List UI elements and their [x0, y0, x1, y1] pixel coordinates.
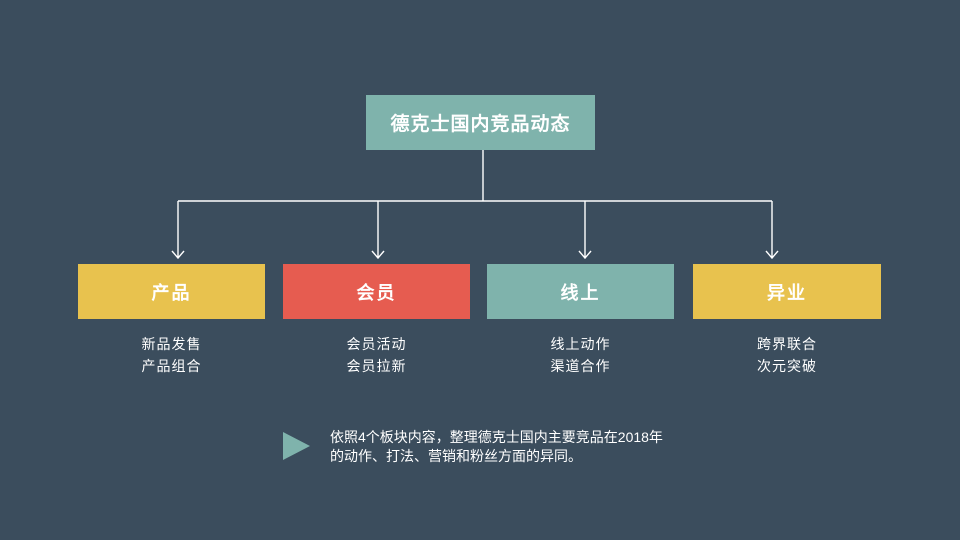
list-item: 会员拉新	[346, 358, 407, 374]
connector-drop-4	[765, 201, 779, 260]
list-item: 产品组合	[141, 358, 202, 374]
category-items: 新品发售 产品组合	[78, 333, 265, 377]
category-online: 线上 线上动作 渠道合作	[487, 264, 674, 377]
category-items: 线上动作 渠道合作	[487, 333, 674, 377]
note: 依照4个板块内容，整理德克士国内主要竞品在2018年 的动作、打法、营销和粉丝方…	[283, 428, 663, 466]
connector-drop-1	[171, 201, 185, 260]
category-box-member: 会员	[283, 264, 470, 319]
category-box-online: 线上	[487, 264, 674, 319]
category-product: 产品 新品发售 产品组合	[78, 264, 265, 377]
title-box: 德克士国内竞品动态	[366, 95, 595, 150]
category-label: 会员	[356, 282, 397, 303]
category-box-product: 产品	[78, 264, 265, 319]
connector-drop-2	[371, 201, 385, 260]
note-text: 依照4个板块内容，整理德克士国内主要竞品在2018年 的动作、打法、营销和粉丝方…	[330, 428, 663, 466]
play-triangle-icon	[283, 432, 310, 460]
list-item: 跨界联合	[757, 336, 817, 352]
category-items: 跨界联合 次元突破	[693, 333, 881, 377]
list-item: 会员活动	[346, 336, 407, 352]
list-item: 新品发售	[141, 336, 202, 352]
category-cross-industry: 异业 跨界联合 次元突破	[693, 264, 881, 377]
category-items: 会员活动 会员拉新	[283, 333, 470, 377]
list-item: 渠道合作	[550, 358, 611, 374]
list-item: 次元突破	[757, 358, 817, 374]
title-text: 德克士国内竞品动态	[390, 114, 571, 135]
category-box-cross-industry: 异业	[693, 264, 881, 319]
category-member: 会员 会员活动 会员拉新	[283, 264, 470, 377]
category-label: 线上	[560, 282, 601, 303]
list-item: 线上动作	[550, 336, 611, 352]
connector-drop-3	[578, 201, 592, 260]
note-line: 依照4个板块内容，整理德克士国内主要竞品在2018年	[330, 429, 663, 445]
category-label: 产品	[151, 282, 192, 303]
category-label: 异业	[767, 282, 807, 303]
note-line: 的动作、打法、营销和粉丝方面的异同。	[330, 448, 582, 464]
